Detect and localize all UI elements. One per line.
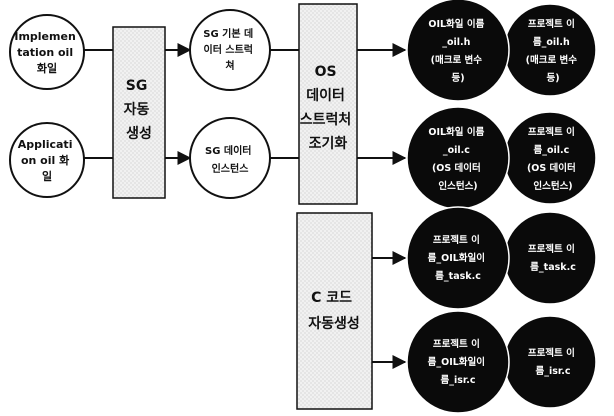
application-oil-label: Applicati on oil 화 일: [18, 138, 77, 183]
implementation-oil-label: Implemen tation oil 화일: [14, 30, 79, 75]
c-code-box: [296, 212, 373, 410]
sg-instance-node: [189, 117, 271, 199]
sg-instance-label: SG 데이터 인스턴스: [205, 144, 255, 175]
sg-auto-label: SG 자동 생성: [124, 78, 155, 142]
row3-left-label: 프로젝트 이 름_OIL화일이 름_task.c: [428, 234, 489, 282]
row4-right-node: [503, 315, 597, 409]
row4-left-label: 프로젝트 이 름_OIL화일이 름_isr.c: [428, 338, 489, 386]
sg-auto-box: [112, 26, 166, 199]
row4-left-node: [406, 310, 510, 414]
row1-left-label: OIL화일 이름 _oil.h (매크로 변수 등): [428, 18, 487, 84]
implementation-oil-node: [9, 14, 85, 90]
os-init-label: OS 데이터 스트럭처 조기화: [300, 64, 356, 152]
application-oil-node: [9, 122, 85, 198]
row3-right-node: [503, 211, 597, 305]
row4-right-label: 프로젝트 이 름_isr.c: [528, 347, 578, 377]
input-nodes: Implemen tation oil 화일 Applicati on oil …: [9, 9, 271, 199]
process-boxes: SG 자동 생성 OS 데이터 스트럭처 조기화 C 코드 자동생성: [112, 3, 373, 410]
row1-left-node: [406, 0, 510, 102]
c-code-label: C 코드 자동생성: [308, 290, 360, 332]
row3-right-label: 프로젝트 이 름_task.c: [528, 243, 578, 273]
os-init-box: [298, 3, 358, 205]
connectors: [84, 43, 407, 369]
row1-right-label: 프로젝트 이 름_oil.h (매크로 변수 등): [526, 18, 581, 84]
output-nodes: OIL화일 이름 _oil.h (매크로 변수 등) 프로젝트 이 름_oil.…: [406, 0, 597, 414]
row2-left-label: OIL화일 이름 _oil.c (OS 데이터 인스턴스): [428, 126, 487, 192]
sg-struct-node: [189, 9, 271, 91]
sg-struct-label: SG 기본 데 이터 스트럭 쳐: [203, 27, 256, 72]
row2-right-label: 프로젝트 이 름_oil.c (OS 데이터 인스턴스): [527, 126, 579, 192]
row3-left-node: [406, 206, 510, 310]
row2-left-node: [406, 106, 510, 210]
